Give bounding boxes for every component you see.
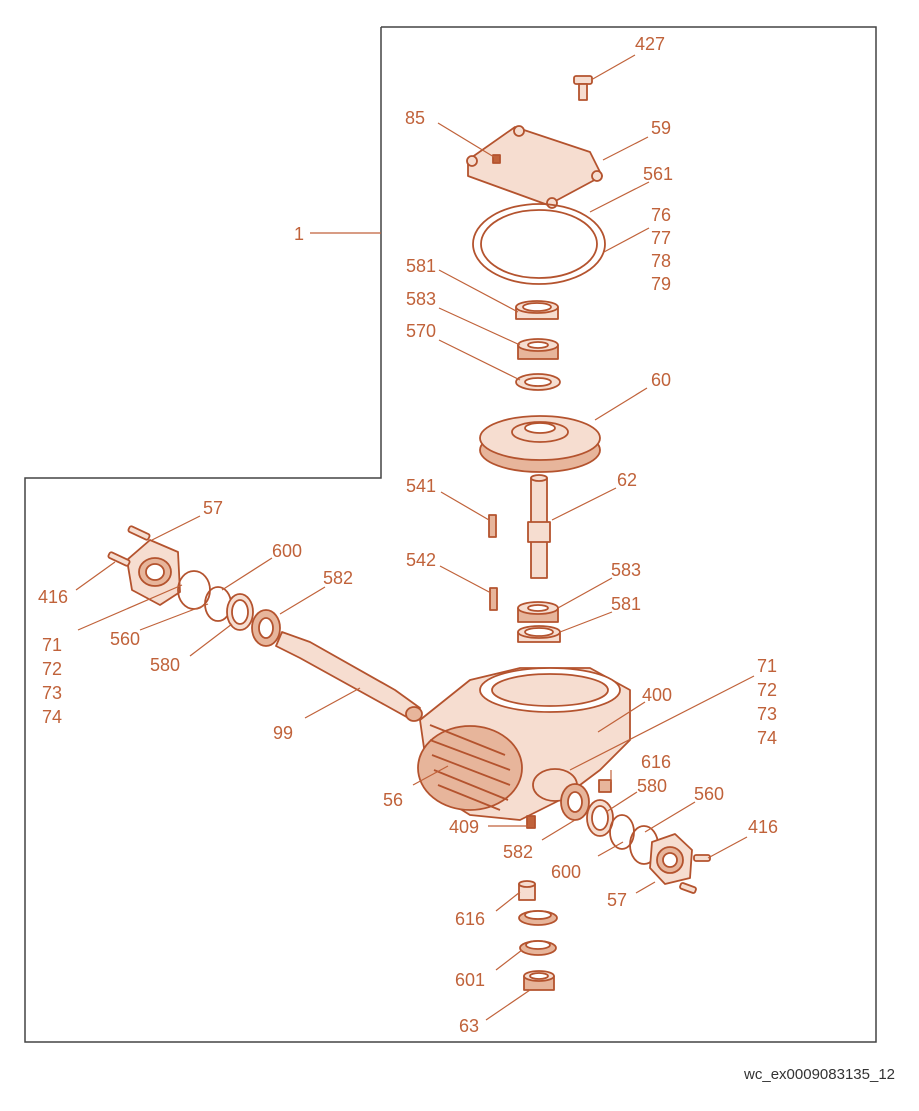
label-581-top: 581 (406, 256, 436, 276)
label-63: 63 (459, 1016, 479, 1036)
part-57-left-cap (126, 539, 181, 606)
label-74-right: 74 (757, 728, 777, 748)
label-541: 541 (406, 476, 436, 496)
label-570: 570 (406, 321, 436, 341)
label-85: 85 (405, 108, 425, 128)
part-583-lower (517, 601, 559, 623)
label-616-bottom: 616 (455, 909, 485, 929)
part-416-right-bolt (693, 854, 711, 862)
label-582-right: 582 (503, 842, 533, 862)
label-583-lower: 583 (611, 560, 641, 580)
part-62-shaft (527, 474, 551, 579)
part-601-ring (519, 940, 557, 956)
part-582-left-bearing (251, 609, 281, 647)
label-99: 99 (273, 723, 293, 743)
part-582-right-bearing (560, 783, 590, 821)
label-56: 56 (383, 790, 403, 810)
part-541-key (488, 514, 497, 538)
part-581-lower (517, 625, 561, 643)
label-616-right: 616 (641, 752, 671, 772)
part-570-shim (515, 373, 561, 391)
label-581-lower: 581 (611, 594, 641, 614)
label-59: 59 (651, 118, 671, 138)
label-542: 542 (406, 550, 436, 570)
label-600-right: 600 (551, 862, 581, 882)
part-bottom-ring-upper (518, 910, 558, 926)
label-600-top: 600 (272, 541, 302, 561)
part-59-cover (466, 125, 603, 209)
part-616-bottom-plug (518, 880, 536, 901)
label-582-top: 582 (323, 568, 353, 588)
label-580-left: 580 (150, 655, 180, 675)
part-416-left-bolt (107, 551, 131, 567)
label-1: 1 (294, 224, 304, 244)
part-56-housing (417, 667, 631, 829)
label-72-right: 72 (757, 680, 777, 700)
label-74-left: 74 (42, 707, 62, 727)
label-60: 60 (651, 370, 671, 390)
label-561: 561 (643, 164, 673, 184)
label-71-right: 71 (757, 656, 777, 676)
part-63-cap (523, 970, 555, 991)
leader-lines (75, 54, 755, 1021)
label-73-left: 73 (42, 683, 62, 703)
label-400: 400 (642, 685, 672, 705)
part-99-worm-shaft (275, 631, 423, 722)
label-76: 76 (651, 205, 671, 225)
label-71-left: 71 (42, 635, 62, 655)
label-583-top: 583 (406, 289, 436, 309)
label-560-left: 560 (110, 629, 140, 649)
label-72-left: 72 (42, 659, 62, 679)
part-581-top (515, 300, 559, 320)
label-73-right: 73 (757, 704, 777, 724)
label-77: 77 (651, 228, 671, 248)
label-416-left: 416 (38, 587, 68, 607)
part-57-right-cap (649, 833, 693, 885)
parts-art (107, 75, 711, 991)
part-616-right-plug (598, 779, 612, 793)
part-60-gear (479, 415, 601, 473)
label-57-top: 57 (203, 498, 223, 518)
figure-code: wc_ex0009083135_12 (744, 1066, 895, 1083)
assembly-frame (24, 26, 877, 1043)
label-580-right: 580 (637, 776, 667, 796)
label-57-right: 57 (607, 890, 627, 910)
label-427: 427 (635, 34, 665, 54)
part-542-key (489, 587, 498, 611)
label-78: 78 (651, 251, 671, 271)
label-62: 62 (617, 470, 637, 490)
part-427-bolt (573, 75, 593, 101)
label-409: 409 (449, 817, 479, 837)
label-560-right: 560 (694, 784, 724, 804)
label-416-right: 416 (748, 817, 778, 837)
part-561-gasket (472, 203, 606, 285)
label-601: 601 (455, 970, 485, 990)
part-583-top (517, 338, 559, 360)
label-79: 79 (651, 274, 671, 294)
